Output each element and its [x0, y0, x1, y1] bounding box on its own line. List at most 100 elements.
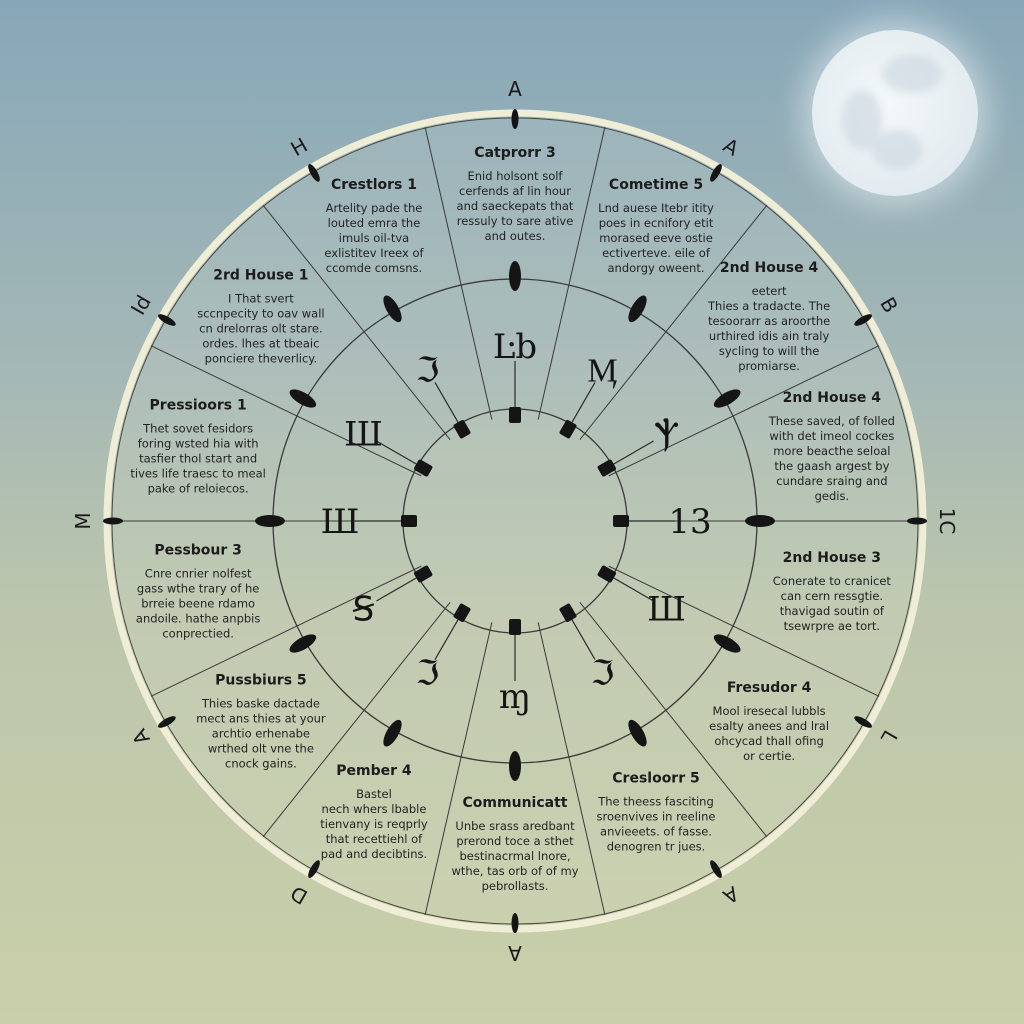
- middle-marker: [713, 634, 741, 653]
- section-body-line: Cnre cnrier nolfest: [145, 566, 252, 580]
- section-title: 2nd House 4: [783, 390, 882, 406]
- middle-marker: [255, 515, 285, 527]
- middle-marker: [289, 389, 317, 408]
- section-body-line: that recettiehl of: [326, 832, 423, 846]
- section-body-line: pake of reloiecos.: [148, 482, 249, 496]
- section-body-line: ordes. lhes at tbeaic: [202, 336, 319, 350]
- zodiac-glyph-icon: ɱ: [499, 677, 531, 717]
- section-divider: [150, 565, 422, 697]
- outer-letter-label: A: [719, 133, 743, 161]
- section-body-line: pad and decibtins.: [321, 847, 427, 861]
- section-title: Pember 4: [336, 763, 412, 779]
- section-body-line: conprectied.: [162, 626, 234, 640]
- section-dividers: [111, 127, 919, 915]
- section-body-line: wrthed olt vne the: [208, 742, 314, 756]
- section-body-line: Artelity pade the: [326, 201, 423, 215]
- section-body-line: Thies a tradacte. The: [707, 299, 830, 313]
- section-body-line: Conerate to cranicet: [773, 574, 892, 588]
- section-body-line: prerond toce a sthet: [456, 834, 574, 848]
- inner-marker: [613, 515, 629, 527]
- section-body-line: with det imeol cockes: [769, 429, 894, 443]
- section-body-line: archtio erhenabe: [212, 727, 310, 741]
- glyph-spoke: [568, 614, 596, 660]
- zodiac-glyph-icon: Ӎ: [587, 350, 617, 390]
- zodiac-glyph-icon: ℑ: [416, 350, 440, 390]
- moon-crater: [882, 55, 942, 93]
- middle-marker: [383, 719, 402, 747]
- section-body-line: These saved, of folled: [768, 414, 895, 428]
- section-body-line: morased eeve ostie: [599, 231, 713, 245]
- zodiac-glyph-icon: Ŀb: [493, 327, 537, 367]
- outer-letter-label: H: [286, 133, 311, 161]
- outer-letter-label: Id: [126, 291, 156, 319]
- section-title: Pessbour 3: [154, 542, 242, 558]
- middle-marker: [509, 261, 521, 291]
- glyph-spoke: [608, 440, 654, 468]
- inner-marker: [401, 515, 417, 527]
- middle-marker: [745, 515, 775, 527]
- section-body-line: sroenvives in reeline: [597, 809, 716, 823]
- section-body-line: tesoorarr as aroorthe: [708, 314, 830, 328]
- glyph-spoke: [376, 440, 422, 468]
- section-body-line: tasfier thol start and: [139, 452, 257, 466]
- section-body-line: ccomde comsns.: [326, 261, 422, 275]
- section-body-line: sycling to will the: [719, 344, 819, 358]
- section-title: 2nd House 4: [720, 260, 819, 276]
- section-body-line: Bastel: [356, 787, 392, 801]
- section-body-line: Thet sovet fesidors: [142, 422, 253, 436]
- section-title: Pussbiurs 5: [215, 673, 307, 689]
- section-body-line: can cern ressgtie.: [781, 589, 883, 603]
- glyph-spoke: [376, 574, 422, 602]
- outer-letter-label: D: [286, 881, 311, 909]
- inner-ring: [402, 408, 628, 634]
- section-body-line: cn drelorras olt stare.: [199, 321, 322, 335]
- section-divider: [262, 601, 451, 838]
- inner-marker: [597, 565, 616, 583]
- section-divider: [424, 622, 493, 915]
- middle-marker: [509, 751, 521, 781]
- section-divider: [150, 345, 422, 477]
- section-body-line: I That svert: [228, 291, 294, 305]
- section-body-line: brreie beene rdamo: [141, 596, 255, 610]
- section-title: Catprorr 3: [474, 145, 555, 161]
- outer-letter-label: B: [875, 293, 903, 317]
- moon: [812, 30, 978, 196]
- section-divider: [424, 127, 493, 420]
- section-body-line: Lnd auese Itebr itity: [598, 201, 714, 215]
- rim-tick: [854, 314, 872, 326]
- rim-tick: [103, 517, 123, 525]
- outer-letter-label: A: [508, 77, 522, 101]
- section-body-line: sccnpecity to oav wall: [197, 306, 324, 320]
- section-body-line: and outes.: [485, 229, 546, 243]
- section-title: Cometime 5: [609, 177, 703, 193]
- rim-tick: [854, 716, 872, 728]
- section-divider: [537, 622, 606, 915]
- ring-markers: [255, 261, 775, 781]
- section-body-line: ectiverteve. eile of: [602, 246, 711, 260]
- zodiac-glyph-icon: Ш: [344, 415, 383, 455]
- glyph-spoke: [434, 614, 462, 660]
- glyph-spoke: [434, 382, 462, 428]
- section-body-line: andoile. hathe anpbis: [136, 611, 260, 625]
- section-body-line: mect ans thies at your: [196, 712, 326, 726]
- section-body-line: ohcycad thall ofing: [714, 734, 824, 748]
- section-body-line: cerfends af lin hour: [459, 184, 571, 198]
- section-body-line: the gaash argest by: [774, 459, 889, 473]
- section-body-line: ponciere theverlicy.: [205, 351, 317, 365]
- section-body-line: foring wsted hia with: [138, 437, 259, 451]
- section-body-line: cnock gains.: [225, 757, 297, 771]
- section-body-line: wthe, tas orb of of my: [452, 864, 579, 878]
- inner-marker: [559, 420, 577, 439]
